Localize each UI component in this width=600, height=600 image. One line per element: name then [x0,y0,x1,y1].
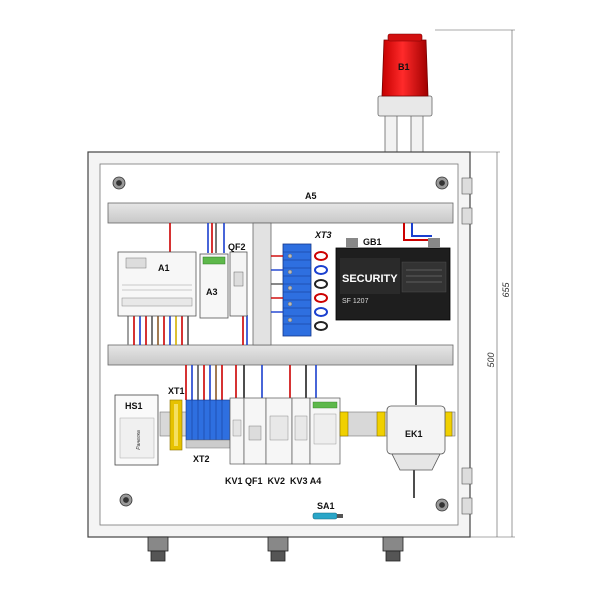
terminal-xt2 [185,399,231,449]
heater-ek1-label: EK1 [405,429,423,439]
bottom-wires [185,365,417,498]
battery-brand: SECURITY [342,273,398,285]
bottom-row-labels: KV1 QF1 KV2 KV3 A4 [225,476,321,486]
vertical-duct [252,222,272,346]
top-wires [127,223,248,345]
breaker-qf1 [243,397,267,465]
rail-a5 [107,202,454,224]
din-end-clamps [339,411,453,437]
battery-gb1-label: GB1 [363,237,382,247]
hs1-label: HS1 [125,401,143,411]
terminal-xt1 [169,399,183,451]
switch-sa1-label: SA1 [317,501,335,511]
breaker-qf2 [229,251,248,317]
dimension-500: 500 [486,352,496,367]
battery-gb1 [335,223,451,321]
beacon-b1 [377,33,433,153]
corner-screws [112,176,449,512]
terminal-xt3 [271,243,328,337]
terminal-xt1-label: XT1 [168,386,185,396]
module-a3-label: A3 [206,287,218,297]
cable-glands [147,536,404,562]
module-a4 [309,397,341,465]
relay-kv1 [229,397,245,465]
module-a3 [199,253,229,319]
relay-kv3 [291,397,311,465]
terminal-xt3-label: XT3 [314,230,332,240]
relay-kv2 [265,397,293,465]
battery-model: SF 1207 [342,298,369,305]
breaker-qf2-label: QF2 [228,242,246,252]
hs1-text: Paнелка [136,430,142,450]
beacon-label: B1 [398,62,410,72]
module-a1 [117,251,197,317]
heater-ek1 [386,405,446,471]
hs1-panel [114,394,159,466]
dimension-655: 655 [501,282,511,298]
dimension-lines [435,29,515,538]
rail-a5-label: A5 [305,191,317,201]
terminal-xt2-label: XT2 [193,454,210,464]
module-a1-label: A1 [158,263,170,273]
switch-sa1 [312,512,343,520]
rail-middle [107,344,454,366]
